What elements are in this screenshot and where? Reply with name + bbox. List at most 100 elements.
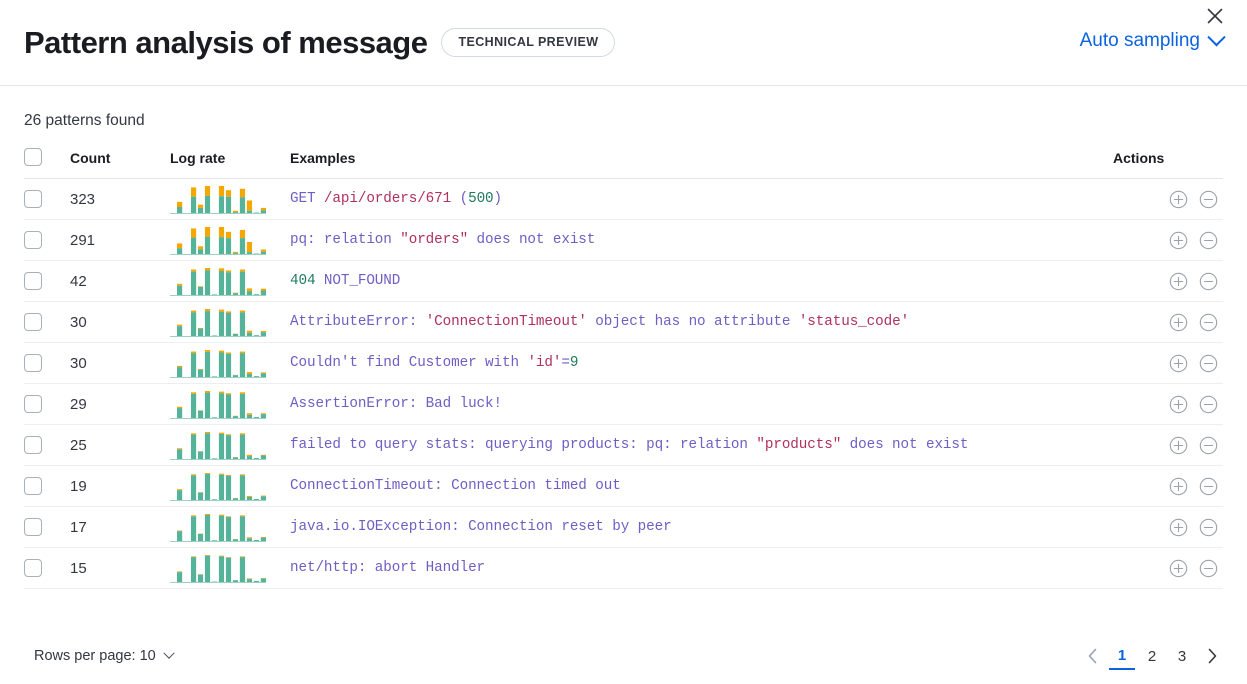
example-token: java.io.IOException: Connection reset by… — [290, 519, 672, 535]
filter-for-value-button[interactable] — [1163, 266, 1193, 296]
filter-out-value-button[interactable] — [1193, 389, 1223, 419]
page-title: Pattern analysis of message — [24, 24, 428, 60]
row-checkbox[interactable] — [24, 436, 42, 454]
chevron-right-icon — [1208, 648, 1216, 664]
plus-in-circle-icon — [1169, 231, 1187, 249]
actions-cell — [1113, 424, 1223, 466]
filter-for-value-button[interactable] — [1163, 348, 1193, 378]
minus-in-circle-icon — [1199, 272, 1217, 290]
example-token: ConnectionTimeout: Connection timed out — [290, 478, 621, 494]
filter-for-value-button[interactable] — [1163, 430, 1193, 460]
example-token: "orders" — [400, 232, 469, 248]
actions-header: Actions — [1113, 148, 1223, 179]
row-checkbox[interactable] — [24, 559, 42, 577]
auto-sampling-button[interactable]: Auto sampling — [1080, 27, 1226, 52]
actions-cell — [1113, 301, 1223, 343]
example-token: does not exist — [841, 437, 969, 453]
page-button-2[interactable]: 2 — [1147, 647, 1157, 665]
filter-for-value-button[interactable] — [1163, 307, 1193, 337]
next-page-button[interactable] — [1199, 642, 1225, 670]
filter-out-value-button[interactable] — [1193, 266, 1223, 296]
rows-per-page-button[interactable]: Rows per page: 10 — [34, 647, 175, 664]
prev-page-button[interactable] — [1079, 642, 1105, 670]
log-rate-cell — [170, 465, 290, 507]
filter-for-value-button[interactable] — [1163, 225, 1193, 255]
row-select-cell — [24, 383, 70, 425]
filter-out-value-button[interactable] — [1193, 184, 1223, 214]
filter-out-value-button[interactable] — [1193, 471, 1223, 501]
plus-in-circle-icon — [1169, 477, 1187, 495]
filter-out-value-button[interactable] — [1193, 553, 1223, 583]
example-token: GET — [290, 191, 324, 207]
page-button-3[interactable]: 3 — [1177, 647, 1187, 665]
filter-out-value-button[interactable] — [1193, 512, 1223, 542]
page-button-1[interactable]: 1 — [1109, 642, 1135, 670]
row-checkbox[interactable] — [24, 272, 42, 290]
example-token: ) — [493, 191, 503, 207]
filter-out-value-button[interactable] — [1193, 348, 1223, 378]
log-rate-sparkline — [170, 309, 266, 337]
log-rate-sparkline — [170, 227, 266, 255]
actions-cell — [1113, 383, 1223, 425]
minus-in-circle-icon — [1199, 477, 1217, 495]
row-checkbox[interactable] — [24, 313, 42, 331]
row-checkbox[interactable] — [24, 518, 42, 536]
filter-out-value-button[interactable] — [1193, 430, 1223, 460]
filter-out-value-button[interactable] — [1193, 307, 1223, 337]
actions-cell — [1113, 219, 1223, 261]
select-all-checkbox[interactable] — [24, 148, 42, 166]
row-checkbox[interactable] — [24, 477, 42, 495]
plus-in-circle-icon — [1169, 354, 1187, 372]
example-token: 'id' — [527, 355, 562, 371]
minus-in-circle-icon — [1199, 231, 1217, 249]
minus-in-circle-icon — [1199, 559, 1217, 577]
flyout-header: Pattern analysis of message TECHNICAL PR… — [0, 0, 1247, 86]
filter-for-value-button[interactable] — [1163, 512, 1193, 542]
close-button[interactable] — [1201, 2, 1229, 30]
patterns-found-count: 26 patterns found — [24, 112, 145, 129]
count-cell: 25 — [70, 424, 170, 466]
plus-in-circle-icon — [1169, 313, 1187, 331]
log-rate-cell — [170, 219, 290, 261]
plus-in-circle-icon — [1169, 518, 1187, 536]
actions-cell — [1113, 178, 1223, 220]
log-rate-header[interactable]: Log rate — [170, 148, 290, 179]
table-row[interactable]: 15 net/http: abort Handler — [24, 547, 1223, 589]
row-select-cell — [24, 342, 70, 384]
row-checkbox[interactable] — [24, 354, 42, 372]
row-select-cell — [24, 506, 70, 548]
log-rate-cell — [170, 506, 290, 548]
count-header[interactable]: Count — [70, 148, 170, 179]
chevron-left-icon — [1088, 648, 1096, 664]
row-checkbox[interactable] — [24, 231, 42, 249]
filter-out-value-button[interactable] — [1193, 225, 1223, 255]
examples-header[interactable]: Examples — [290, 148, 1113, 179]
example-token: /api/orders/671 — [323, 191, 452, 207]
filter-for-value-button[interactable] — [1163, 389, 1193, 419]
log-rate-sparkline — [170, 473, 266, 501]
example-cell: GET /api/orders/671 (500) — [290, 178, 1113, 220]
log-rate-sparkline — [170, 350, 266, 378]
filter-for-value-button[interactable] — [1163, 471, 1193, 501]
count-cell: 15 — [70, 547, 170, 589]
filter-for-value-button[interactable] — [1163, 553, 1193, 583]
minus-in-circle-icon — [1199, 518, 1217, 536]
row-checkbox[interactable] — [24, 395, 42, 413]
filter-for-value-button[interactable] — [1163, 184, 1193, 214]
row-select-cell — [24, 178, 70, 220]
minus-in-circle-icon — [1199, 313, 1217, 331]
row-checkbox[interactable] — [24, 190, 42, 208]
example-token: net/http: abort Handler — [290, 560, 486, 576]
log-rate-cell — [170, 424, 290, 466]
